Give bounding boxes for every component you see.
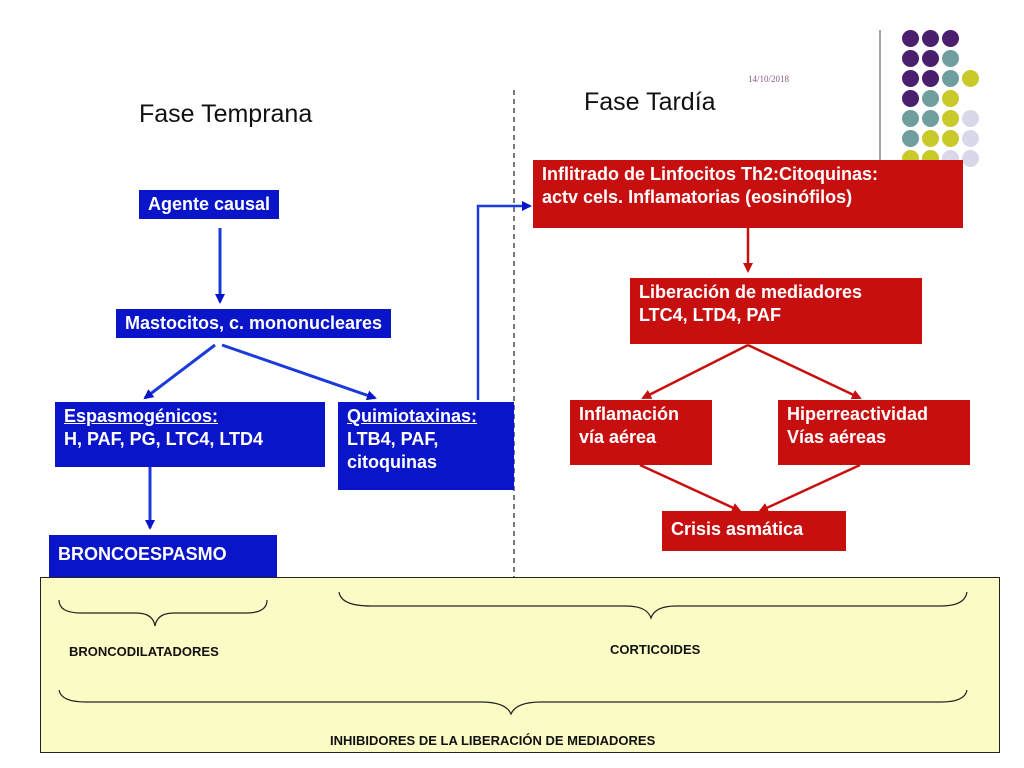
heading-late-phase: Fase Tardía (584, 88, 716, 116)
decorative-dot (922, 70, 939, 87)
brace-layer (58, 591, 968, 716)
brace-broncodilatadores (58, 599, 268, 627)
quimiotaxinas-title: Quimiotaxinas: (347, 406, 478, 426)
decorative-dot (922, 30, 939, 47)
decorative-dot (942, 90, 959, 107)
arrow-quimio-to-infiltrado (476, 201, 532, 400)
liberacion-line1: Liberación de mediadores (639, 282, 863, 302)
box-mastocitos: Mastocitos, c. mononucleares (116, 309, 392, 338)
liberacion-line2: LTC4, LTD4, PAF (639, 305, 781, 325)
brace-corticoides (338, 591, 968, 620)
hiperreactividad-line1: Hiperreactividad (787, 404, 929, 424)
box-agente-causal: Agente causal (139, 190, 280, 219)
brace-inhibidores (58, 689, 968, 716)
slide-date: 14/10/2018 (748, 74, 790, 84)
espasmogenicos-title: Espasmogénicos: (64, 406, 219, 426)
arrow-hiper-to-crisis (758, 463, 861, 513)
inflamacion-line2: vía aérea (579, 427, 657, 447)
decorative-dot (922, 90, 939, 107)
decorative-dot (902, 50, 919, 67)
decorative-dot (902, 110, 919, 127)
box-hiperreactividad: Hiperreactividad Vías aéreas (778, 400, 970, 465)
decorative-dot (942, 130, 959, 147)
heading-early-phase: Fase Temprana (139, 100, 313, 128)
decorative-dot (902, 90, 919, 107)
decorative-dot (942, 30, 959, 47)
quimiotaxinas-line1: LTB4, PAF, (347, 429, 439, 449)
label-corticoides: CORTICOIDES (610, 642, 701, 657)
box-inflamacion: Inflamación vía aérea (570, 400, 712, 465)
decorative-dot (942, 70, 959, 87)
box-liberacion: Liberación de mediadores LTC4, LTD4, PAF (630, 278, 922, 344)
quimiotaxinas-line2: citoquinas (347, 452, 438, 472)
agente-causal-label: Agente causal (148, 194, 271, 214)
label-inhibidores: INHIBIDORES DE LA LIBERACIÓN DE MEDIADOR… (330, 733, 656, 748)
decorative-dot (902, 70, 919, 87)
espasmogenicos-body: H, PAF, PG, LTC4, LTD4 (64, 429, 264, 449)
decorative-dot (902, 130, 919, 147)
arrow-inflamacion-to-crisis (639, 463, 742, 513)
treatment-panel: BRONCODILATADORES CORTICOIDES INHIBIDORE… (40, 577, 1000, 753)
arrow-mast-to-espasmo (143, 343, 216, 400)
box-infiltrado: Inflitrado de Linfocitos Th2:Citoquinas:… (533, 160, 963, 228)
arrow-liberacion-to-hiper (747, 343, 862, 400)
mastocitos-label: Mastocitos, c. mononucleares (125, 313, 383, 333)
decorative-dot (922, 130, 939, 147)
decorative-dot (922, 110, 939, 127)
broncoespasmo-label: BRONCOESPASMO (58, 544, 227, 564)
decorative-dot (962, 110, 979, 127)
hiperreactividad-line2: Vías aéreas (787, 427, 887, 447)
arrow-mast-to-quimio (221, 343, 377, 401)
arrow-liberacion-to-inflamacion (641, 343, 749, 400)
inflamacion-line1: Inflamación (579, 404, 680, 424)
box-espasmogenicos: Espasmogénicos: H, PAF, PG, LTC4, LTD4 (55, 402, 325, 467)
infiltrado-line2: actv cels. Inflamatorias (eosinófilos) (542, 187, 853, 207)
decorative-dot (922, 50, 939, 67)
box-quimiotaxinas: Quimiotaxinas: LTB4, PAF, citoquinas (338, 402, 514, 490)
decorative-dot (962, 70, 979, 87)
decorative-dot (902, 30, 919, 47)
label-broncodilatadores: BRONCODILATADORES (69, 644, 219, 659)
infiltrado-line1: Inflitrado de Linfocitos Th2:Citoquinas: (542, 164, 878, 184)
decorative-dot (942, 50, 959, 67)
crisis-asmatica-label: Crisis asmática (671, 519, 804, 539)
decorative-dot (942, 110, 959, 127)
box-crisis-asmatica: Crisis asmática (662, 511, 846, 551)
decorative-dot (962, 150, 979, 167)
decorative-dot (962, 130, 979, 147)
box-broncoespasmo: BRONCOESPASMO (49, 535, 277, 577)
